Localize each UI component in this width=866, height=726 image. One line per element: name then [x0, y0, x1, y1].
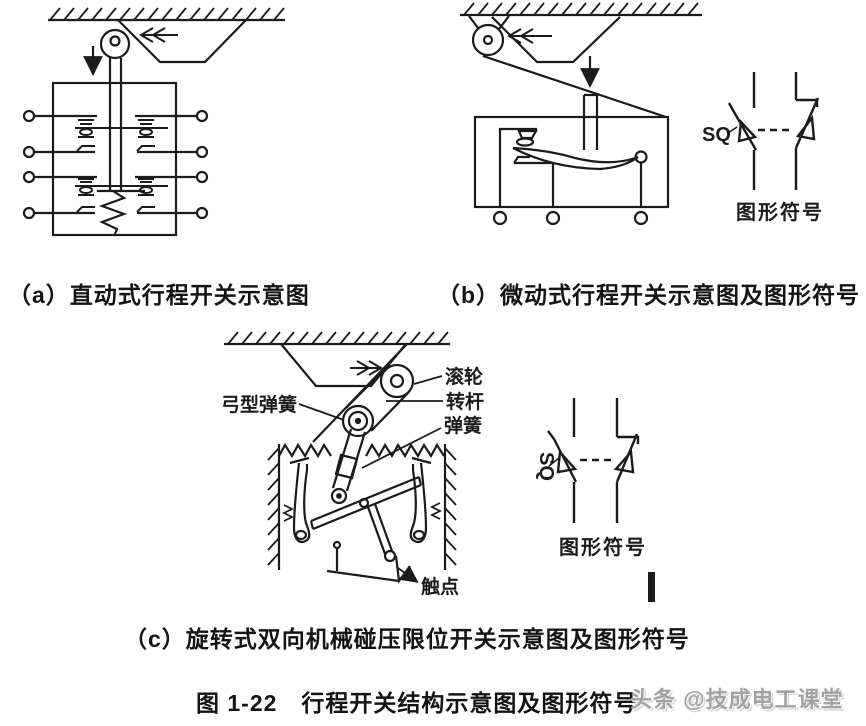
contact-label: 触点: [421, 575, 459, 598]
bow-spring-label: 弓型弹簧: [221, 393, 297, 416]
roller-label: 滚轮: [445, 365, 483, 388]
terminals-b: [492, 210, 649, 226]
diagram-b: [460, 2, 702, 226]
cam-wedge-a: [117, 19, 247, 64]
contact-row-4-a: [76, 206, 155, 213]
symbol-c: SQ 图形符号: [535, 398, 655, 602]
symbol-b: SQ 图形符号: [702, 72, 824, 224]
symbol-caption-c: 图形符号: [559, 535, 647, 559]
leads-a: [34, 114, 197, 215]
stray-mark: [648, 572, 655, 602]
ceiling-hatch-a: [48, 7, 285, 22]
roller-a: [99, 28, 131, 60]
diagram-a: [22, 7, 285, 237]
rotary-lever-c: [341, 363, 415, 438]
switch-body-b: [473, 115, 670, 209]
roller-b: [468, 15, 510, 57]
leaders-c: [298, 375, 443, 583]
spring-link-c: [330, 428, 367, 505]
sq-label-c: SQ: [535, 452, 557, 481]
plunger-a: [97, 58, 145, 193]
cam-wedge-b: [491, 16, 621, 64]
mechanism-c: [281, 456, 443, 584]
contact-row-2-a: [76, 145, 155, 152]
contact-row-3-a: [75, 178, 168, 196]
housing-c: [267, 442, 457, 570]
lever-arm-b: [482, 54, 667, 119]
ceiling-hatch-b: [460, 2, 702, 17]
diagram-c: 滚轮 转杆 弹簧 弓型弹簧 触点: [221, 331, 484, 598]
figure-caption: 图 1-22 行程开关结构示意图及图形符号: [196, 690, 638, 716]
cam-wedge-c: [280, 343, 407, 388]
cam-direction-arrow-b: [507, 28, 552, 44]
contact-row-1-a: [75, 119, 168, 138]
spring-label: 弹簧: [444, 414, 482, 437]
inner-circuit-b: [498, 127, 648, 207]
watermark: 头条 @技成电工课堂: [630, 687, 844, 712]
return-spring-a: [98, 190, 128, 235]
caption-a: （a）直动式行程开关示意图: [8, 282, 310, 308]
caption-c: （c）旋转式双向机械碰压限位开关示意图及图形符号: [124, 626, 690, 652]
cam-direction-arrow-a: [139, 27, 178, 43]
sq-label-b: SQ: [702, 124, 731, 146]
caption-b: （b）微动式行程开关示意图及图形符号: [437, 282, 861, 308]
cam-direction-arrow-c: [350, 360, 383, 376]
symbol-caption-b: 图形符号: [736, 200, 824, 224]
plunger-b: [582, 93, 599, 150]
lever-label: 转杆: [446, 390, 484, 413]
switch-body-a: [51, 81, 178, 237]
ceiling-hatch-c: [224, 331, 450, 346]
